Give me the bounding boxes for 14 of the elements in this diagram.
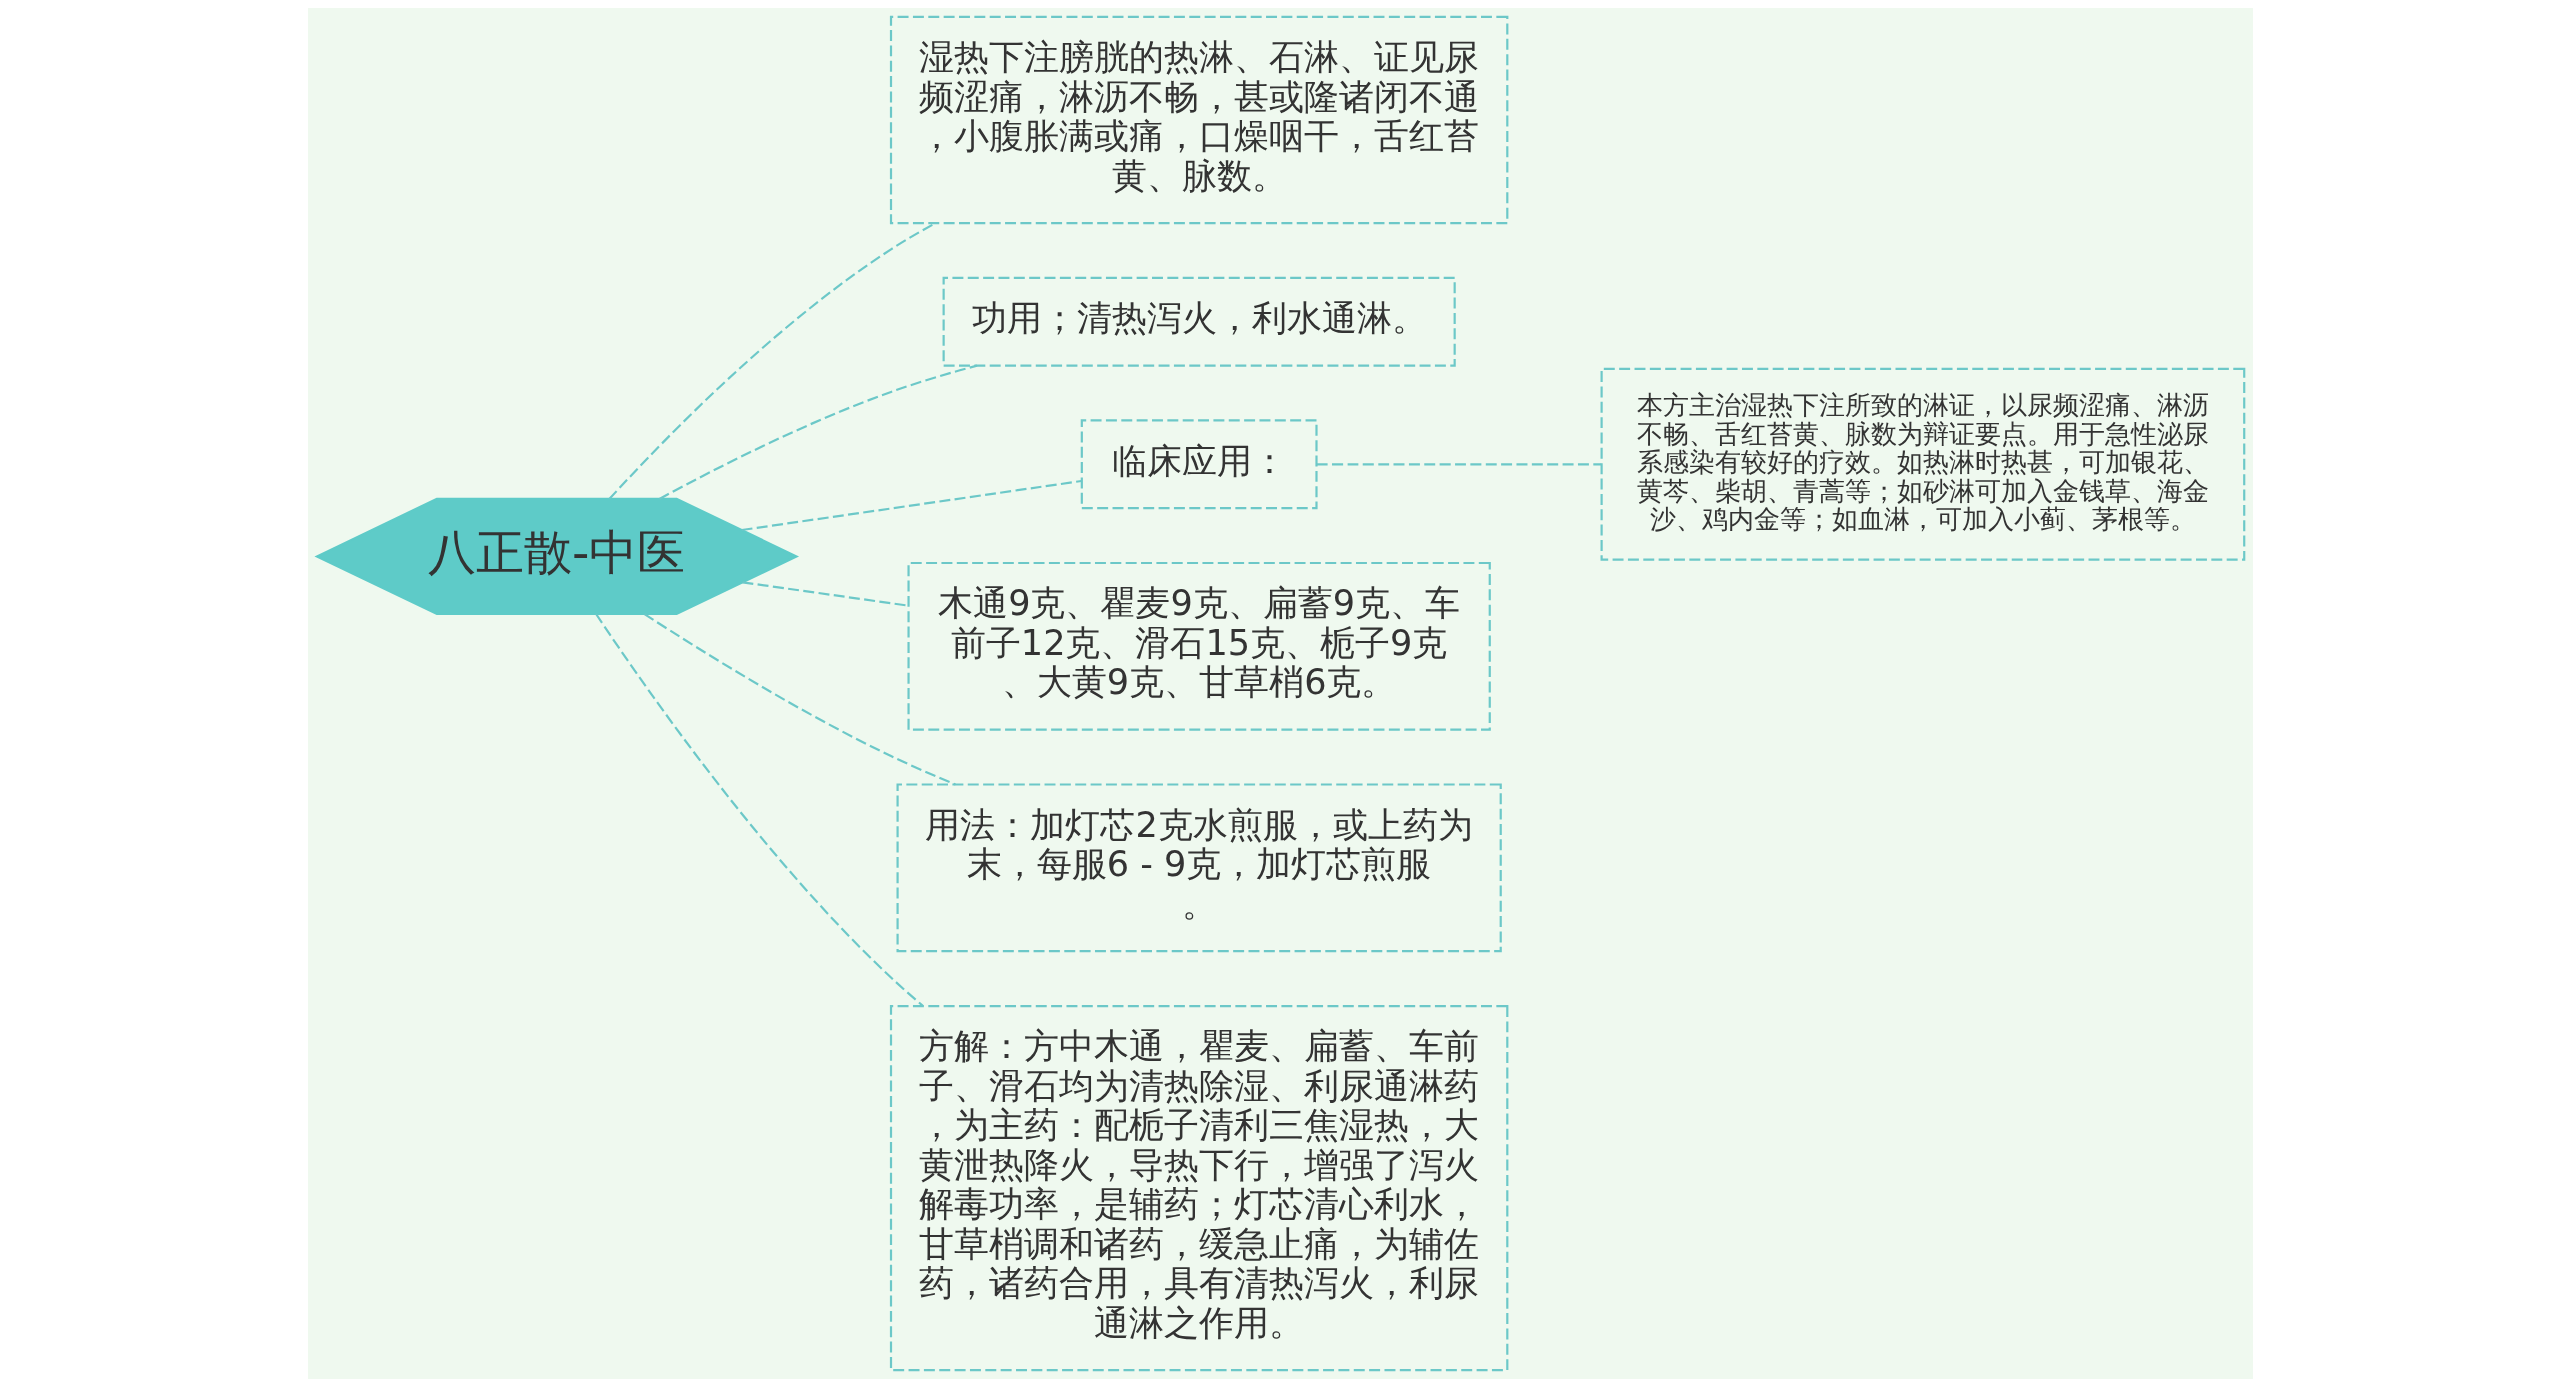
node-box: 本方主治湿热下注所致的淋证，以尿频涩痛、淋沥不畅、舌红苔黄、脉数为辩证要点。用于急性泌尿系感染有较好的疗效。如热淋时热甚，可加银花、黄芩、柴胡、青蒿等；如砂淋可加入金钱草、海金沙、鸡内金等；如血淋，可加入小蓟、茅根等。 bbox=[1600, 367, 2245, 561]
connector bbox=[741, 581, 908, 607]
node-box: 湿热下注膀胱的热淋、石淋、证见尿频涩痛，淋沥不畅，甚或隆诸闭不通，小腹胀满或痛，口燥咽干，舌红苔黄、脉数。 bbox=[889, 15, 1508, 225]
connector bbox=[607, 222, 936, 500]
node-box: 功用；清热泻火，利水通淋。 bbox=[942, 276, 1456, 367]
connector bbox=[658, 364, 977, 500]
connector bbox=[741, 479, 1082, 532]
node-box: 木通9克、瞿麦9克、扁蓄9克、车前子12克、滑石15克、栀子9克、大黄9克、甘草梢6克。 bbox=[906, 561, 1491, 731]
connector bbox=[643, 613, 956, 786]
node-box: 临床应用： bbox=[1080, 419, 1318, 510]
connector bbox=[1316, 463, 1601, 466]
connector bbox=[594, 613, 923, 1007]
node-box: 用法：加灯芯2克水煎服，或上药为末，每服6 - 9克，加灯芯煎服。 bbox=[896, 783, 1502, 953]
node-box: 方解：方中木通，瞿麦、扁蓄、车前子、滑石均为清热除湿、利尿通淋药，为主药：配栀子清利三焦湿热，大黄泄热降火，导热下行，增强了泻火解毒功率，是辅药；灯芯清心利水，甘草梢调和诸药，缓急止痛，为辅佐药，诸药合用，具有清热泻火，利尿通淋之作用。 bbox=[889, 1004, 1508, 1372]
